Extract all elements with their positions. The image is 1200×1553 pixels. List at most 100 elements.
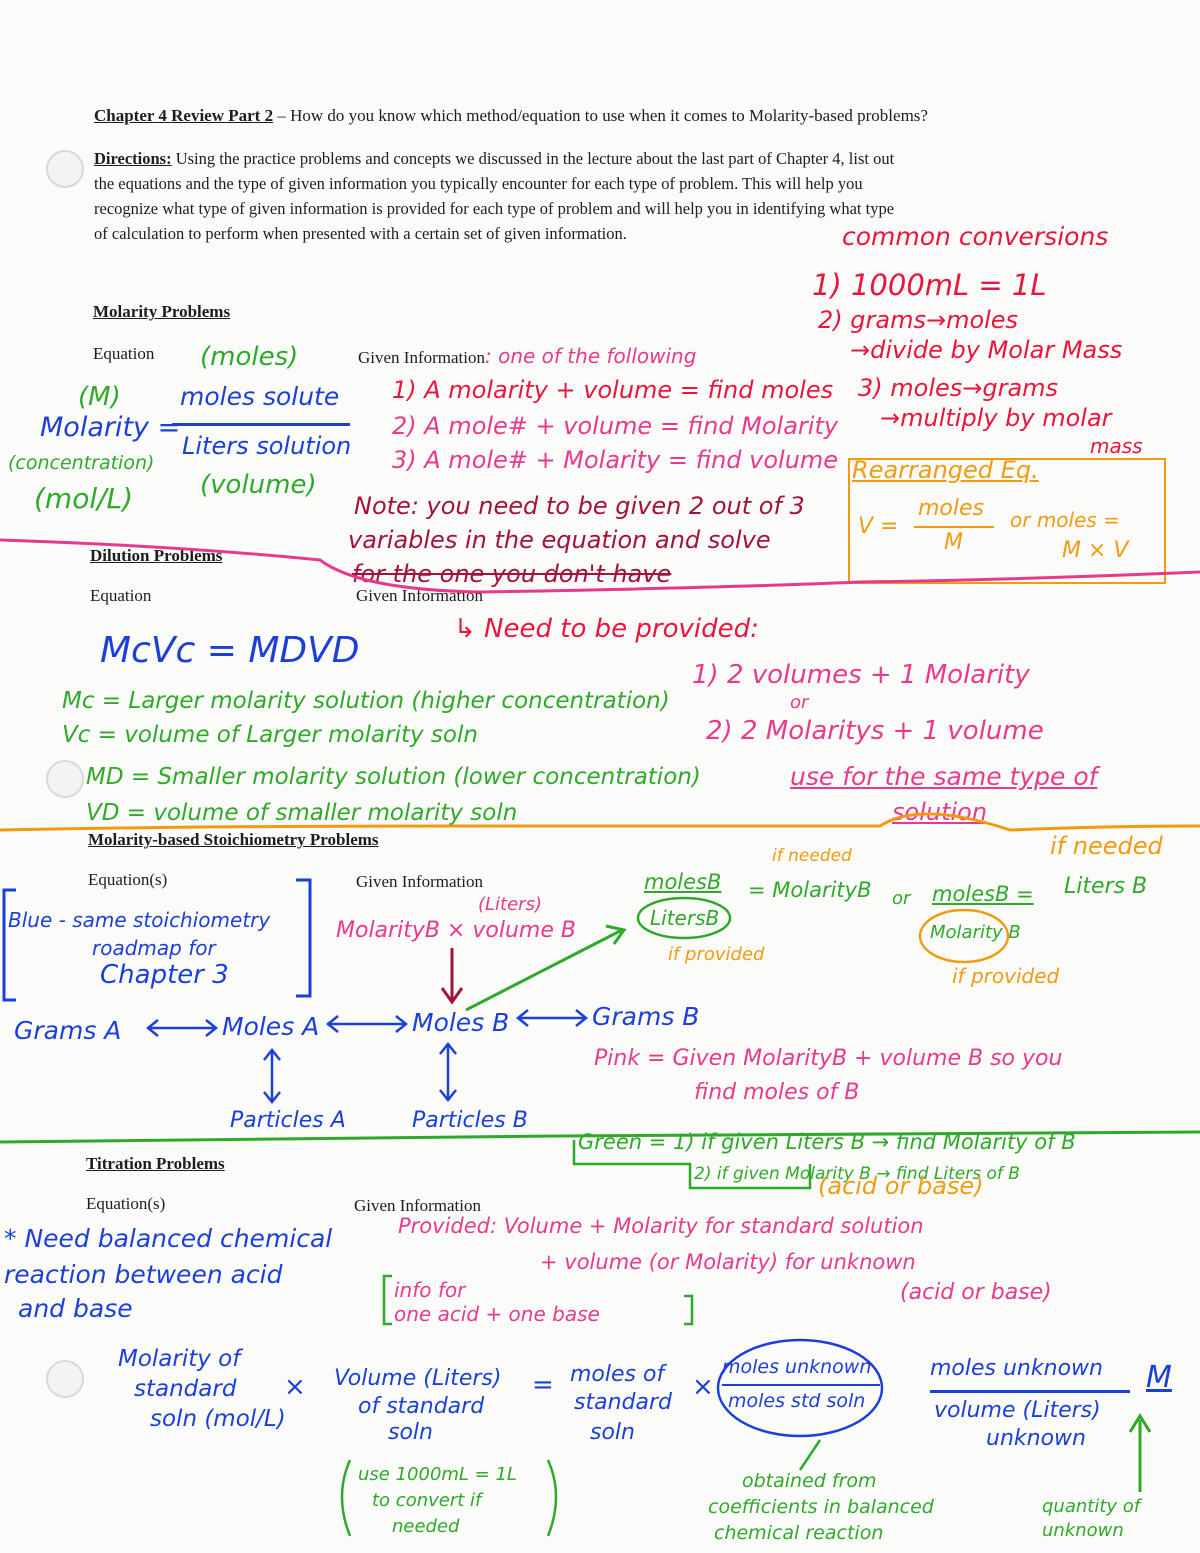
volume-paren: (volume) (200, 470, 317, 500)
obtained: chemical reaction (714, 1522, 884, 1544)
volume-unknown: volume (Liters) (934, 1398, 1101, 1423)
blue-note: Blue - same stoichiometry (8, 908, 271, 932)
given-option: 3) A mole# + Molarity = find volume (392, 446, 839, 474)
rearranged-or: or moles = (1010, 508, 1120, 532)
given-label-text: Given Information (358, 348, 485, 367)
grams-b: Grams B (592, 1002, 700, 1031)
acid-base-note: (acid or base) (818, 1172, 984, 1200)
obtained: coefficients in balanced (708, 1496, 934, 1518)
molarity-result: M (1146, 1360, 1172, 1395)
page-question: – How do you know which method/equation … (277, 106, 928, 125)
dilution-def: MD = Smaller molarity solution (lower co… (86, 764, 701, 790)
green-divider (0, 1130, 1200, 1144)
quantity: unknown (1042, 1520, 1124, 1541)
green-note: 2) if given Molarity B → find Liters of … (694, 1164, 1020, 1184)
liters-b2: Liters B (1064, 874, 1148, 899)
arrow-ma-mb (325, 1015, 409, 1033)
conversions-heading: common conversions (842, 222, 1109, 251)
liters-note: (Liters) (478, 894, 542, 915)
note-line: variables in the equation and solve (348, 526, 771, 554)
directions-line: the equations and the type of given info… (94, 174, 863, 193)
use-paren (340, 1459, 558, 1537)
given-option: 2) A mole# + volume = find Molarity (392, 412, 839, 440)
dilution-solution: solution (892, 798, 988, 826)
volume-term: Volume (Liters) (334, 1366, 502, 1391)
rearranged-mxv: M × V (1062, 538, 1129, 563)
dilution-opt1: 1) 2 volumes + 1 Molarity (692, 660, 1030, 690)
molarity-label: Molarity = (40, 412, 181, 443)
volume-term: soln (388, 1420, 433, 1445)
unknown-bar (930, 1390, 1130, 1393)
quantity: quantity of (1042, 1496, 1141, 1517)
liters-b-circle (636, 896, 732, 940)
section-title-molarity: Molarity Problems (93, 302, 231, 321)
equation-label: Equation (90, 586, 152, 605)
dilution-opt2: 2) 2 Molaritys + 1 volume (706, 716, 1044, 746)
pink-divider (0, 538, 1200, 594)
orange-divider (0, 812, 1200, 832)
titration-term: Molarity of (118, 1346, 241, 1372)
times-sign: × (284, 1372, 306, 1402)
liters-b: LitersB (650, 906, 720, 930)
provided-note: + volume (or Molarity) for unknown (540, 1250, 916, 1274)
volume-unknown: unknown (986, 1426, 1086, 1451)
conversion-item: →divide by Molar Mass (850, 336, 1123, 364)
given-label: Given Information (356, 872, 483, 891)
need-balanced: reaction between acid (4, 1260, 283, 1289)
need-balanced: * Need balanced chemical (4, 1224, 333, 1253)
equation-label: Equation(s) (86, 1194, 166, 1213)
if-needed: if needed (772, 846, 852, 866)
numerator: moles solute (180, 382, 340, 411)
moles-a: Moles A (222, 1012, 320, 1041)
ratio-den: moles std soln (728, 1390, 866, 1412)
pink-note: find moles of B (694, 1080, 860, 1105)
grams-a: Grams A (14, 1016, 122, 1045)
moles-b-over: molesB (644, 870, 722, 894)
equation-label: Equation(s) (88, 870, 168, 889)
concentration-label: (concentration) (8, 452, 155, 474)
moles-b-eq: molesB = (932, 882, 1034, 906)
moles-std: soln (590, 1420, 635, 1445)
if-provided: if provided (668, 944, 765, 965)
binder-hole (46, 1360, 84, 1398)
moles-paren: (moles) (200, 342, 299, 372)
binder-hole (46, 150, 84, 188)
rearranged-bar (914, 526, 994, 528)
titration-term: soln (mol/L) (150, 1406, 286, 1432)
arrow-ga-ma (145, 1019, 219, 1037)
info-for: info for (394, 1278, 466, 1302)
down-arrow (440, 948, 464, 1005)
molarity-b-circle (918, 908, 1010, 964)
rearranged-den: M (944, 530, 963, 555)
conversion-item: 2) grams→moles (818, 306, 1019, 334)
use-convert: needed (392, 1516, 460, 1537)
obtained-arrow (798, 1439, 822, 1471)
denominator: Liters solution (182, 432, 352, 460)
use-convert: use 1000mL = 1L (358, 1464, 517, 1485)
particles-a: Particles A (230, 1108, 346, 1133)
directions-line: recognize what type of given information… (94, 199, 895, 218)
blue-bracket (2, 878, 312, 1002)
given-option: 1) A molarity + volume = find moles (392, 376, 834, 404)
if-needed2: if needed (1050, 832, 1163, 860)
ratio-circle (716, 1338, 884, 1438)
particles-b: Particles B (412, 1108, 528, 1133)
moles-std: moles of (570, 1362, 665, 1387)
or-word: or (892, 888, 911, 909)
dilution-def: Mc = Larger molarity solution (higher co… (62, 688, 670, 714)
arrow-mb-pb (439, 1041, 457, 1103)
note-line: Note: you need to be given 2 out of 3 (354, 492, 805, 520)
moles-b: Moles B (412, 1008, 510, 1037)
green-arrow (465, 924, 627, 1012)
directions: Directions: Using the practice problems … (94, 146, 894, 246)
note-line: for the one you don't have (352, 560, 672, 588)
moles-std: standard (574, 1390, 672, 1415)
rearranged-v: V = (858, 514, 899, 539)
eq-molarity: = MolarityB (748, 878, 872, 902)
blue-note: Chapter 3 (100, 960, 229, 990)
page-header: Chapter 4 Review Part 2 – How do you kno… (94, 106, 928, 126)
given-label: Given Information: one of the following (358, 344, 696, 368)
dilution-def: VD = volume of smaller molarity soln (86, 800, 518, 826)
use-convert: to convert if (372, 1490, 482, 1511)
